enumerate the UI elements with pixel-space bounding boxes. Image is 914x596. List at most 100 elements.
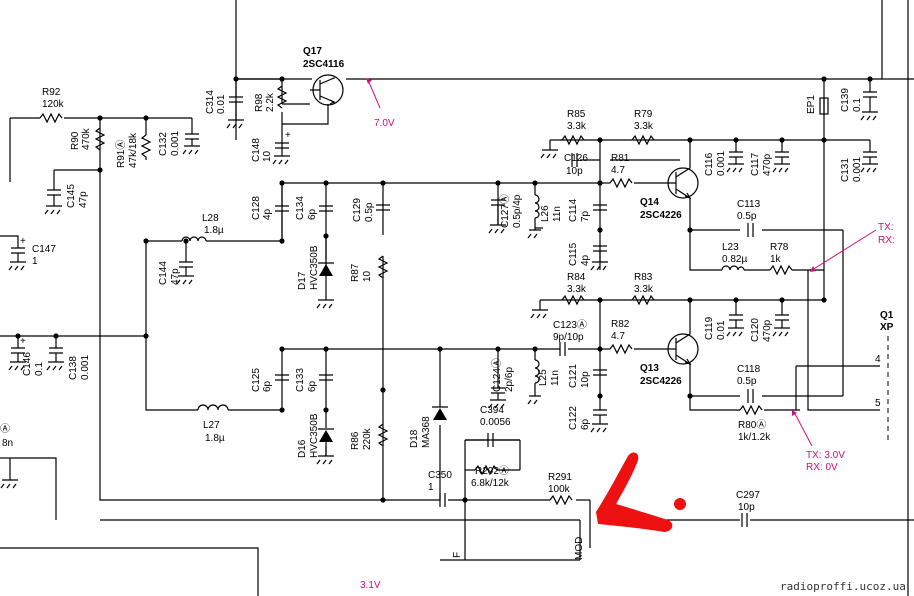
capacitor-c131: C131 0.001 <box>840 151 878 182</box>
pin-4-label: 4 <box>875 354 881 365</box>
watermark-text: radioproffi.ucoz.ua <box>780 580 906 593</box>
c123-value: 9p/10p <box>553 332 584 343</box>
c117-ref: C117 <box>750 152 761 176</box>
c120-value: 470p <box>762 319 773 342</box>
c394-ref: C394 <box>480 405 504 416</box>
c146-value: 0.1 <box>34 362 45 376</box>
c133-value: 6p <box>307 380 318 392</box>
d18-part: MA368 <box>421 416 432 448</box>
c115-ref: C115 <box>568 242 579 266</box>
resistor-r78: R78 1k <box>769 242 793 276</box>
capacitor-c125: C125 6p <box>251 368 289 392</box>
capacitor-c113: C113 0.5p <box>737 199 761 237</box>
c297-ref: C297 <box>736 490 760 501</box>
polarity-plus-icon: + <box>20 336 26 347</box>
resistor-r90: R90 470k <box>70 127 106 151</box>
r79-ref: R79 <box>634 109 653 120</box>
r81-ref: R81 <box>611 153 630 164</box>
capacitor-c114: C114 7p <box>568 198 607 222</box>
q17-part: 2SC4116 <box>303 59 345 70</box>
resistor-r80: R80Ⓐ 1k/1.2k <box>738 404 771 443</box>
c144-ref: C144 <box>158 261 169 285</box>
q14-ref: Q14 <box>640 197 659 208</box>
r291-value: 100k <box>548 484 571 495</box>
c131-value: 0.001 <box>852 157 863 182</box>
q17-ref: Q17 <box>303 46 322 57</box>
capacitor-c134: C134 6p <box>295 196 333 220</box>
net-mod-label: MOD <box>574 537 585 560</box>
polarity-plus-icon: + <box>285 130 291 141</box>
r82-ref: R82 <box>611 319 630 330</box>
c124-ref: C124Ⓐ <box>491 358 503 392</box>
c139-ref: C139 <box>840 88 851 112</box>
ep1-ref: EP1 <box>806 95 817 114</box>
r86-value: 220k <box>362 427 373 450</box>
resistor-r82: R82 4.7 <box>609 319 633 355</box>
c146-ref: C146 <box>22 352 33 376</box>
c126-value: 10p <box>566 166 583 177</box>
r84-ref: R84 <box>567 272 586 283</box>
c138-value: 0.001 <box>80 355 91 380</box>
diode-d16: D16 HVC350B <box>297 413 334 465</box>
c127-value: 0.5p/4p <box>512 194 523 228</box>
c116-value: 0.001 <box>716 151 727 176</box>
q-right-ref: Q1 <box>880 310 894 321</box>
capacitor-c148: + C148 10 <box>251 130 291 165</box>
r292-value: 6.8k/12k <box>471 478 510 489</box>
r85-ref: R85 <box>567 109 586 120</box>
capacitor-c115: C115 4p <box>568 242 608 271</box>
fuse-ep1: EP1 <box>806 95 829 115</box>
c116-ref: C116 <box>704 152 715 176</box>
capacitor-c297: C297 10p <box>736 490 760 527</box>
c148-ref: C148 <box>251 138 262 162</box>
ground-symbols <box>0 140 558 489</box>
r91-ref: R91Ⓐ <box>115 140 127 168</box>
capacitor-c314: C314 0.01 <box>205 79 244 129</box>
c145-value: 47p <box>78 191 89 208</box>
c125-ref: C125 <box>251 368 262 392</box>
r79-value: 3.3k <box>634 121 654 132</box>
capacitor-c124: C124Ⓐ 2p/6p <box>488 358 515 409</box>
r98-ref: R98 <box>254 93 265 112</box>
r92-value: 120k <box>42 99 65 110</box>
r82-value: 4.7 <box>611 331 625 342</box>
diode-d17: D17 HVC350B <box>297 236 334 309</box>
c127-ref: C127Ⓐ <box>499 194 511 228</box>
c119-value: 0.01 <box>716 320 727 340</box>
resistor-r87: R87 10 <box>350 255 389 282</box>
capacitor-c126: C126 10p <box>564 153 588 177</box>
capacitor-c394: C394 0.0056 <box>465 405 520 447</box>
r80-ref: R80Ⓐ <box>738 419 766 431</box>
c394-value: 0.0056 <box>480 417 511 428</box>
r84-value: 3.3k <box>567 284 587 295</box>
c122-value: 6p <box>580 418 591 430</box>
capacitor-c129: C129 0.5p <box>352 198 390 222</box>
c128-ref: C128 <box>251 196 262 220</box>
cut-8n-label: 8n <box>2 438 13 449</box>
c121-value: 10p <box>580 371 591 388</box>
c139-value: 0.1 <box>852 98 863 112</box>
d17-part: HVC350B <box>309 245 320 290</box>
r292-ref: R292Ⓐ <box>475 465 509 477</box>
c147-ref: C147 <box>32 244 56 255</box>
net-f-label: F <box>452 552 463 558</box>
d17-ref: D17 <box>297 271 308 290</box>
voltage-annotations: 7.0V TX: RX: TX: 3.0V RX: 0V 3.1V <box>360 78 895 591</box>
cut-a-label: Ⓐ <box>0 423 10 435</box>
r80-value: 1k/1.2k <box>738 432 771 443</box>
l26-ref: L26 <box>540 205 551 222</box>
capacitor-c147: + C147 1 <box>8 236 56 271</box>
l25-value: 11n <box>550 370 561 386</box>
resistor-r91: R91Ⓐ 47k/18k <box>115 132 152 168</box>
c113-ref: C113 <box>737 199 761 210</box>
c113-value: 0.5p <box>737 211 757 222</box>
q14-part: 2SC4226 <box>640 210 682 221</box>
r83-ref: R83 <box>634 272 653 283</box>
c122-ref: C122 <box>568 406 579 430</box>
resistor-r83: R83 3.3k <box>631 272 655 306</box>
l28-ref: L28 <box>202 213 219 224</box>
c128-value: 4p <box>262 208 273 220</box>
l27-value: 1.8µ <box>205 433 225 444</box>
rx-top-annotation: RX: <box>878 235 895 246</box>
